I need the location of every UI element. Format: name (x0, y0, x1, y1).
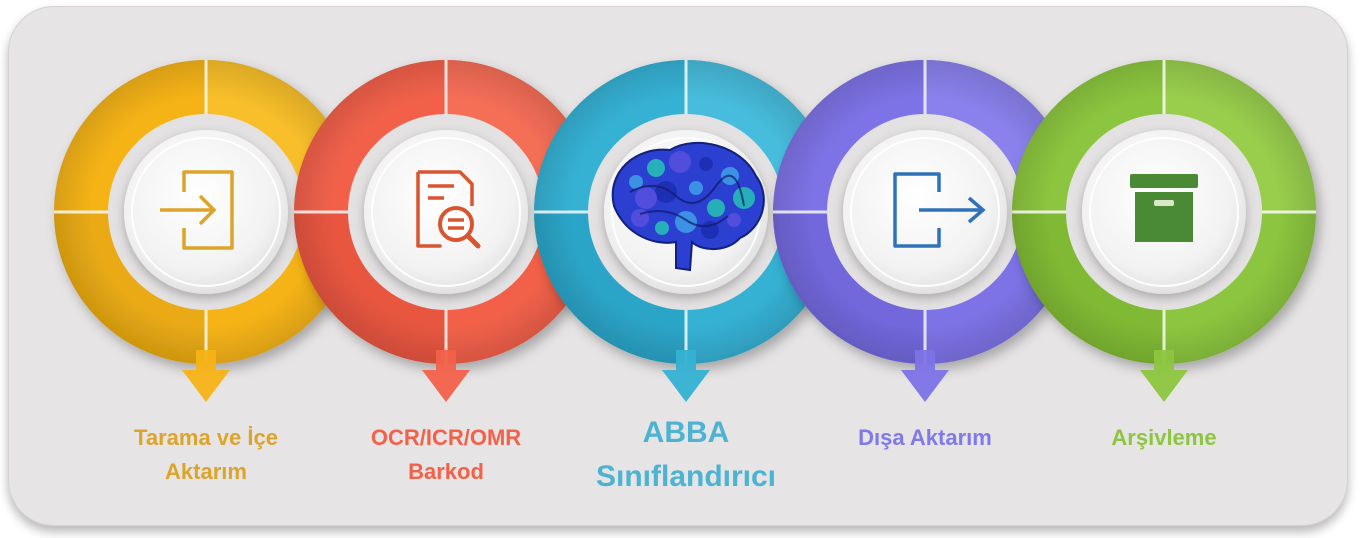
down-arrow-icon (662, 350, 710, 402)
down-arrow-icon (1140, 350, 1188, 402)
step-label-1-line-1: Tarama ve İçe (134, 425, 278, 450)
document-search-icon (416, 170, 481, 249)
step-label-3-line-2: Sınıflandırıcı (595, 460, 777, 493)
step-label-1-line-2: Aktarım (165, 459, 247, 484)
step-circle-1 (124, 130, 288, 294)
step-label-2-line-2: Barkod (408, 459, 484, 484)
step-label-3-line-1: ABBA (642, 416, 730, 449)
down-arrow-icon (422, 350, 470, 402)
archive-box-icon (1130, 174, 1198, 242)
down-arrow-icon (901, 350, 949, 402)
step-circle-2 (364, 130, 528, 294)
step-circle-3 (604, 130, 768, 294)
brain-icon (611, 141, 765, 272)
export-icon (893, 172, 986, 248)
step-label-2-line-1: OCR/ICR/OMR (370, 425, 522, 450)
step-label-4: Dışa Aktarım (858, 425, 992, 450)
step-label-5: Arşivleme (1111, 425, 1217, 450)
step-circle-5 (1082, 130, 1246, 294)
step-circle-4 (843, 130, 1007, 294)
down-arrow-icon (182, 350, 230, 402)
import-icon (160, 170, 234, 250)
